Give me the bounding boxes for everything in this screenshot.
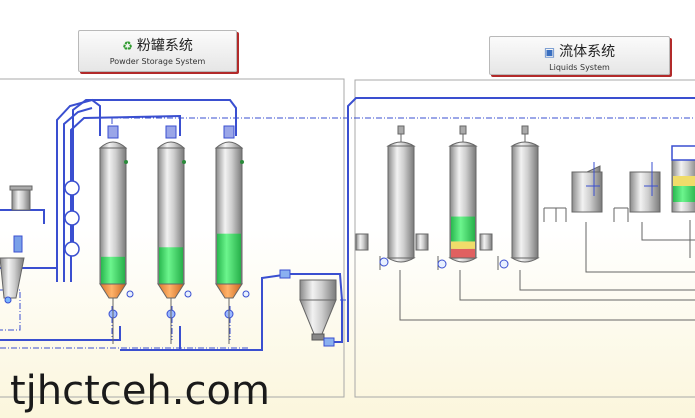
status-dot: [182, 160, 186, 164]
tank-level-red: [451, 248, 475, 258]
filter-unit[interactable]: [279, 269, 291, 279]
powder-silo[interactable]: [156, 125, 192, 344]
liquid-tank[interactable]: [448, 125, 478, 263]
silo-gauge[interactable]: [184, 290, 192, 298]
silo-gauge[interactable]: [126, 290, 134, 298]
tank-level-green: [451, 216, 475, 242]
tank-roof: [386, 141, 416, 147]
silo-roof: [156, 141, 186, 149]
tank-vent: [521, 125, 529, 135]
silo-gauge[interactable]: [242, 290, 250, 298]
liquid-tanks: [386, 125, 540, 263]
silo-roof: [214, 141, 244, 149]
silo-cone: [157, 283, 185, 299]
powder-title-en: Powder Storage System: [109, 57, 206, 66]
tank-bottom: [386, 257, 416, 263]
tank-level-yellow: [451, 241, 475, 249]
recycle-icon: ♻: [122, 39, 133, 53]
cyclone-separator[interactable]: [279, 269, 337, 347]
powder-silos: [98, 125, 250, 344]
tank-bottom: [448, 257, 478, 263]
silo-level: [217, 233, 241, 284]
silo-roof: [98, 141, 128, 149]
powder-system-title[interactable]: ♻粉罐系统 Powder Storage System: [78, 30, 237, 72]
silo-cone: [215, 283, 243, 299]
tank-body: [387, 145, 415, 259]
liquids-system-title[interactable]: ▣流体系统 Liquids System: [489, 36, 670, 75]
liquid-pipes: [379, 220, 695, 321]
liquid-tank[interactable]: [386, 125, 416, 263]
watermark-text: tjhctceh.com: [10, 368, 270, 414]
sensor-circle[interactable]: [64, 210, 80, 226]
silo-filter: [165, 125, 177, 139]
tank-vent: [397, 125, 405, 135]
sensor-circle[interactable]: [64, 180, 80, 196]
monitor-icon: ▣: [543, 45, 556, 59]
tank-vent: [459, 125, 467, 135]
filter-unit[interactable]: [323, 337, 335, 347]
silo-filter: [223, 125, 235, 139]
powder-panel-frame: [0, 78, 345, 398]
valve-icon[interactable]: [4, 296, 12, 304]
powder-silo[interactable]: [214, 125, 250, 344]
tank-bottom: [510, 257, 540, 263]
flow-sensors[interactable]: [64, 180, 80, 257]
silo-filter: [107, 125, 119, 139]
liquids-title-cn: 流体系统: [559, 44, 616, 60]
silo-level: [101, 256, 125, 284]
liquids-panel-frame: [354, 79, 695, 398]
silo-cone: [99, 283, 127, 299]
tank-body: [511, 145, 539, 259]
powder-title-cn: 粉罐系统: [136, 38, 193, 54]
silo-level: [159, 247, 183, 284]
liquid-pumps[interactable]: [355, 233, 509, 269]
left-hopper[interactable]: [0, 185, 33, 304]
status-dot: [124, 160, 128, 164]
tank-roof: [448, 141, 478, 147]
powder-silo[interactable]: [98, 125, 134, 344]
status-dot: [240, 160, 244, 164]
tank-roof: [510, 141, 540, 147]
mixing-tanks[interactable]: [543, 145, 695, 222]
sensor-circle[interactable]: [64, 241, 80, 257]
liquid-tank[interactable]: [510, 125, 540, 263]
liquids-title-en: Liquids System: [549, 63, 610, 72]
